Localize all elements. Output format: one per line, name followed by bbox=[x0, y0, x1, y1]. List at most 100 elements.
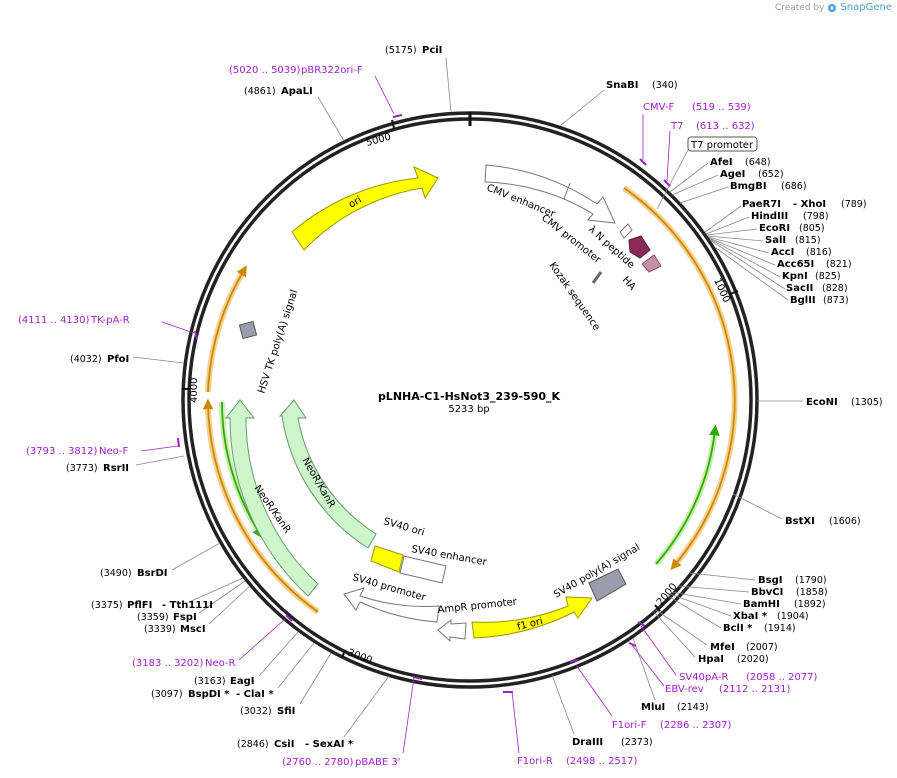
plasmid-length: 5233 bp bbox=[448, 404, 489, 415]
tick-3000 bbox=[341, 649, 346, 659]
pos-bcli: (1914) bbox=[764, 623, 796, 634]
primer-range-tk-pa-r: (4111 .. 4130) bbox=[18, 315, 90, 326]
pos-sfii: (3032) bbox=[240, 706, 272, 717]
site-draiii: DraIII bbox=[572, 737, 603, 748]
leader-bcli bbox=[667, 595, 722, 629]
site-bsgi: BsgI bbox=[758, 575, 782, 586]
pos-rsrii: (3773) bbox=[66, 463, 98, 474]
site-mlui: MluI bbox=[641, 702, 665, 713]
pos-pflfi: (3375) bbox=[91, 600, 123, 611]
site-bamhi: BamHI bbox=[743, 599, 780, 610]
plasmid-name: pLNHA-C1-HsNot3_239-590_K bbox=[378, 390, 561, 403]
primer-mark-tk-pa-r bbox=[194, 330, 198, 340]
site-sexai: - SexAI * bbox=[305, 739, 354, 750]
pos-snabi: (340) bbox=[652, 80, 678, 91]
leader-rsrii bbox=[135, 455, 185, 466]
site-hindiii: HindIII bbox=[751, 211, 788, 222]
pos-bamhi: (1892) bbox=[794, 599, 826, 610]
primer-range-neo-r: (3183 .. 3202) bbox=[132, 658, 204, 669]
green-orf-right bbox=[655, 424, 720, 565]
primer-range-pbabe3: (2760 .. 2780) bbox=[282, 757, 354, 768]
site-csii: CsiI bbox=[274, 739, 294, 750]
kozak-label: Kozak sequence bbox=[547, 260, 602, 332]
primer-name-f1ori-r: F1ori-R bbox=[517, 756, 553, 767]
pos-apali: (4861) bbox=[244, 86, 276, 97]
t7-promoter-arrow bbox=[619, 223, 633, 239]
leader-mlui bbox=[632, 637, 656, 701]
leader-mfei bbox=[655, 609, 708, 646]
primer-leader-sv40pa-r bbox=[640, 625, 677, 676]
hsv-tk-polya-feature bbox=[238, 320, 258, 340]
pos-fspi: (3359) bbox=[137, 612, 169, 623]
pos-hpai: (2020) bbox=[737, 654, 769, 665]
leader-sfii bbox=[299, 652, 332, 705]
leader-bstxi bbox=[732, 493, 783, 520]
t7-promoter-label: T7 promoter bbox=[690, 140, 754, 151]
neor-kanr-feature-1 bbox=[278, 399, 377, 549]
leader-acc65i bbox=[708, 237, 776, 266]
pos-econi: (1305) bbox=[851, 397, 883, 408]
leader-agei bbox=[671, 174, 719, 196]
green-orf-right-glow bbox=[653, 431, 718, 566]
primer-mark-f1ori-f bbox=[569, 659, 579, 663]
leader-acci bbox=[707, 236, 770, 254]
tick-5000 bbox=[391, 119, 395, 129]
site-paer7i: PaeR7I bbox=[742, 199, 781, 210]
pos-bglii: (873) bbox=[823, 295, 849, 306]
pos-bspdi: (3097) bbox=[151, 689, 183, 700]
site-eagi: EagI bbox=[230, 676, 254, 687]
ha-label: HA bbox=[620, 275, 638, 293]
site-xhoi: - XhoI bbox=[793, 199, 826, 210]
primer-range-f1ori-f: (2286 .. 2307) bbox=[660, 720, 732, 731]
kozak-mark bbox=[591, 271, 603, 284]
tick-label-2000: 2000 bbox=[655, 581, 680, 608]
f1-ori-feature bbox=[471, 596, 593, 639]
primer-name-tk-pa-r: TK-pA-R bbox=[90, 315, 130, 326]
primer-range-pbr322ori-f: (5020 .. 5039) bbox=[229, 65, 301, 76]
leader-bspdi bbox=[277, 642, 315, 689]
pos-sacii: (828) bbox=[822, 283, 848, 294]
site-kpni: KpnI bbox=[782, 271, 808, 282]
pos-agei: (652) bbox=[758, 169, 784, 180]
primer-leader-f1ori-f bbox=[575, 664, 613, 717]
leader-bsrdi bbox=[171, 542, 221, 571]
site-clai: - ClaI * bbox=[236, 689, 274, 700]
f1-ori-label: f1 ori bbox=[516, 616, 544, 633]
lambda-n-peptide-feature bbox=[628, 235, 651, 259]
leader-bglii bbox=[715, 247, 789, 301]
primer-leader-tk-pa-r bbox=[161, 321, 195, 334]
site-bcli: BclI * bbox=[723, 623, 753, 634]
pos-draiii: (2373) bbox=[621, 737, 653, 748]
primer-name-f1ori-f: F1ori-F bbox=[612, 720, 647, 731]
t7-promoter-box bbox=[687, 136, 758, 152]
pos-mfei: (2007) bbox=[746, 642, 778, 653]
primer-name-neo-f: Neo-F bbox=[99, 446, 129, 457]
site-sacii: SacII bbox=[786, 283, 813, 294]
primer-mark-neo-f bbox=[177, 437, 180, 448]
primer-name-t7: T7 bbox=[670, 121, 683, 132]
tick-label-4000: 4000 bbox=[189, 378, 200, 403]
tick-label-5000: 5000 bbox=[365, 132, 392, 149]
pos-csii: (2846) bbox=[237, 739, 269, 750]
site-pfoi: PfoI bbox=[107, 354, 129, 365]
tick-2000 bbox=[654, 604, 661, 612]
primer-range-t7: (613 .. 632) bbox=[696, 121, 755, 132]
primer-range-ebv-rev: (2112 .. 2131) bbox=[719, 684, 791, 695]
leader-hpai bbox=[653, 611, 696, 658]
sv40-promoter-feature bbox=[343, 587, 440, 623]
ori-feature bbox=[291, 166, 439, 251]
sv40-ori-label: SV40 ori bbox=[382, 516, 426, 538]
site-bmgbi: BmgBI bbox=[730, 181, 767, 192]
credit-prefix: Created by bbox=[774, 2, 825, 13]
primer-name-pbabe3: pBABE 3' bbox=[355, 757, 401, 768]
hsv-tk-label: HSV TK poly(A) signal bbox=[256, 289, 300, 395]
site-ecori: EcoRI bbox=[759, 223, 790, 234]
leader-sali bbox=[707, 235, 764, 242]
primer-mark-sv40pa-r bbox=[637, 621, 646, 627]
cmv-enhancer-feature bbox=[484, 164, 616, 224]
leader-snabi bbox=[559, 89, 605, 127]
leader-pcii bbox=[445, 57, 452, 113]
tick-1000 bbox=[729, 290, 739, 295]
sv40-ori-feature bbox=[370, 545, 404, 573]
site-bbvci: BbvCI bbox=[751, 587, 783, 598]
